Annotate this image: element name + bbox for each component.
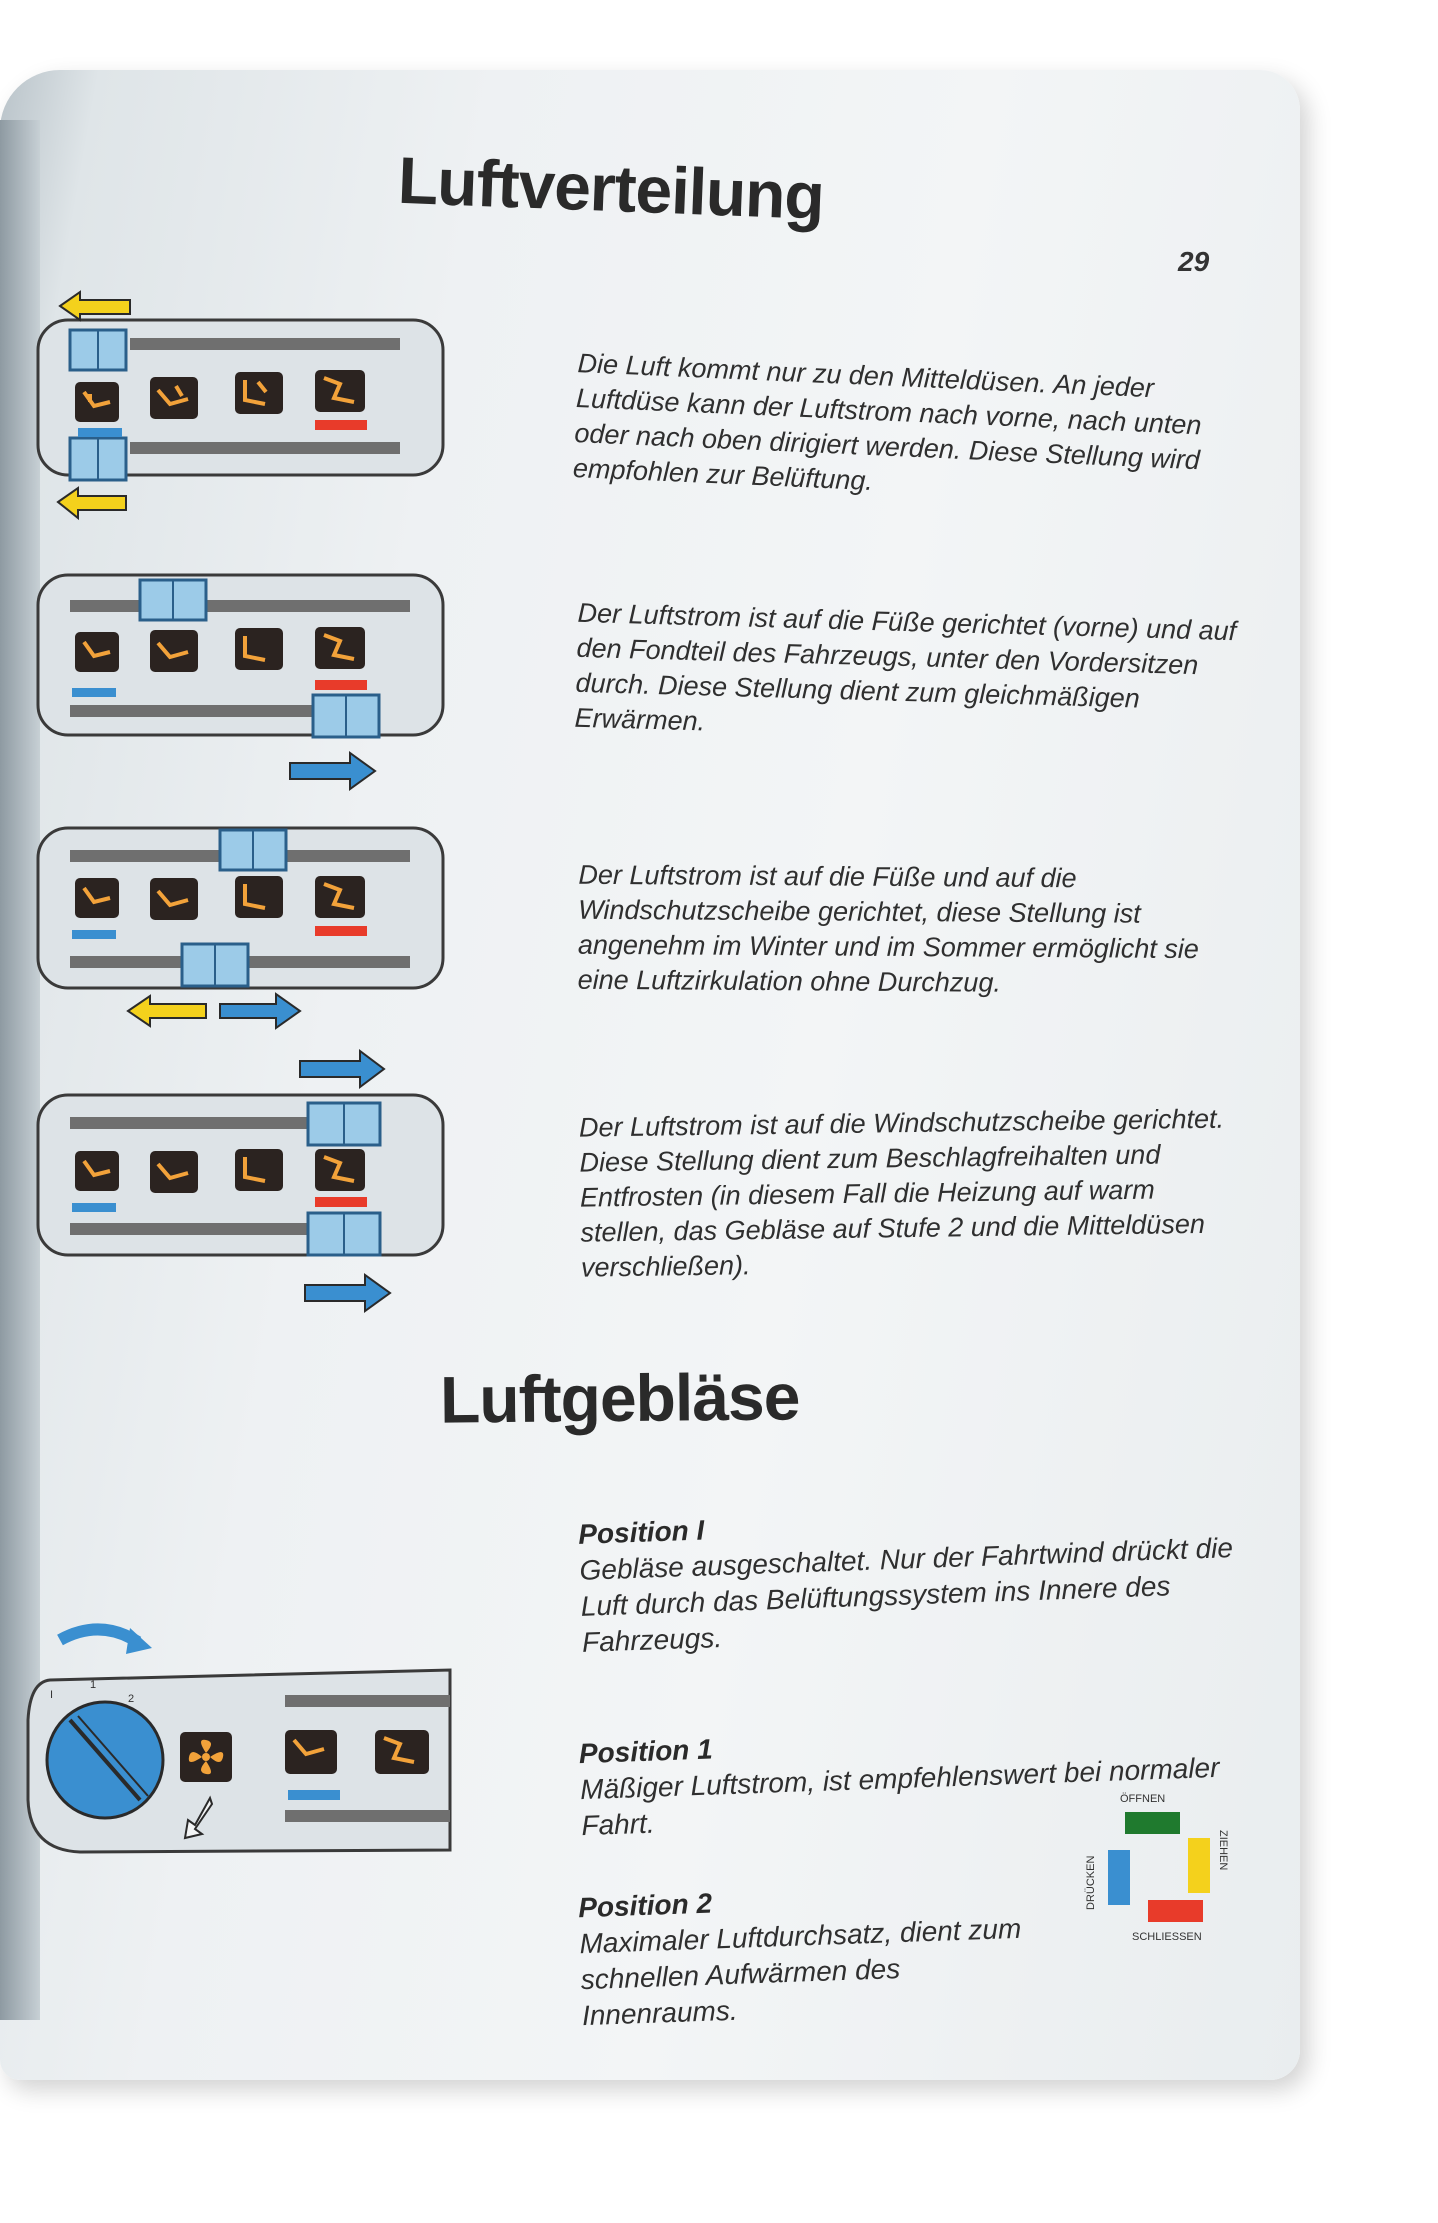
distribution-text-3: Der Luftstrom ist auf die Füße und auf d… — [577, 859, 1199, 998]
seat-icon — [150, 377, 198, 419]
position-2-text: Maximaler Luftdurchsatz, dient zum schne… — [578, 1912, 1022, 2032]
distribution-text-1: Die Luft kommt nur zu den Mitteldüsen. A… — [572, 348, 1203, 497]
arrow-left-icon — [126, 994, 207, 1028]
arrow-right-icon — [299, 1049, 386, 1089]
seat-icon — [315, 876, 365, 918]
seat-icon — [75, 632, 119, 672]
legend-yellow-bar — [1188, 1838, 1210, 1893]
diagram-distribution-1 — [36, 290, 445, 521]
blower-dial — [45, 1700, 165, 1820]
rotate-arrow-icon — [57, 1623, 152, 1654]
arrow-left-icon — [58, 290, 131, 322]
legend-right-label: ZIEHEN — [1217, 1830, 1229, 1870]
seat-icon — [75, 382, 119, 422]
legend-left-label: DRÜCKEN — [1085, 1856, 1097, 1910]
seat-icon — [235, 372, 283, 414]
seat-icon — [235, 876, 283, 918]
seat-icon — [285, 1730, 337, 1774]
diagram-distribution-3 — [36, 826, 445, 1030]
arrow-right-icon — [304, 1273, 392, 1313]
seat-icon — [315, 627, 365, 669]
dial-label-2: 2 — [128, 1693, 134, 1705]
arrow-right-icon — [219, 992, 302, 1030]
position-2-block: Position 2 Maximaler Luftdurchsatz, dien… — [578, 1874, 1053, 2034]
dial-label-1: 1 — [90, 1679, 96, 1691]
arrow-left-icon — [56, 486, 127, 521]
legend-blue-bar — [1108, 1850, 1130, 1905]
seat-icon — [235, 1149, 283, 1191]
seat-icon — [75, 1151, 119, 1191]
legend-red-bar — [1148, 1900, 1203, 1922]
seat-icon — [150, 630, 198, 672]
seat-icon — [315, 1149, 365, 1191]
arrow-right-icon — [289, 751, 377, 791]
page-number: 29 — [1178, 246, 1210, 277]
fan-icon — [180, 1732, 232, 1782]
control-legend: ÖFFNEN SCHLIESSEN DRÜCKEN ZIEHEN — [1080, 1790, 1230, 1965]
seat-icon — [150, 878, 198, 920]
diagram-distribution-2 — [36, 573, 445, 791]
push-hand-icon — [183, 1795, 214, 1840]
distribution-text-2: Der Luftstrom ist auf die Füße gerichtet… — [574, 597, 1237, 737]
legend-green-bar — [1125, 1812, 1180, 1834]
position-off-block: Position I Gebläse ausgeschaltet. Nur de… — [578, 1493, 1263, 1661]
diagram-blower: I 1 2 — [26, 1623, 452, 1854]
legend-top-label: ÖFFNEN — [1120, 1793, 1165, 1805]
heading-luftgeblaese: Luftgebläse — [439, 1359, 800, 1437]
heading-luftverteilung: Luftverteilung — [396, 142, 826, 234]
seat-icon — [235, 628, 283, 670]
seat-icon — [315, 370, 365, 412]
legend-bottom-label: SCHLIESSEN — [1132, 1931, 1202, 1943]
seat-icon — [375, 1730, 429, 1774]
dial-label-off: I — [50, 1689, 53, 1701]
seat-icon — [75, 878, 119, 918]
distribution-text-4: Der Luftstrom ist auf die Windschutzsche… — [578, 1103, 1225, 1283]
seat-icon — [150, 1151, 198, 1193]
diagram-distribution-4 — [36, 1049, 445, 1313]
